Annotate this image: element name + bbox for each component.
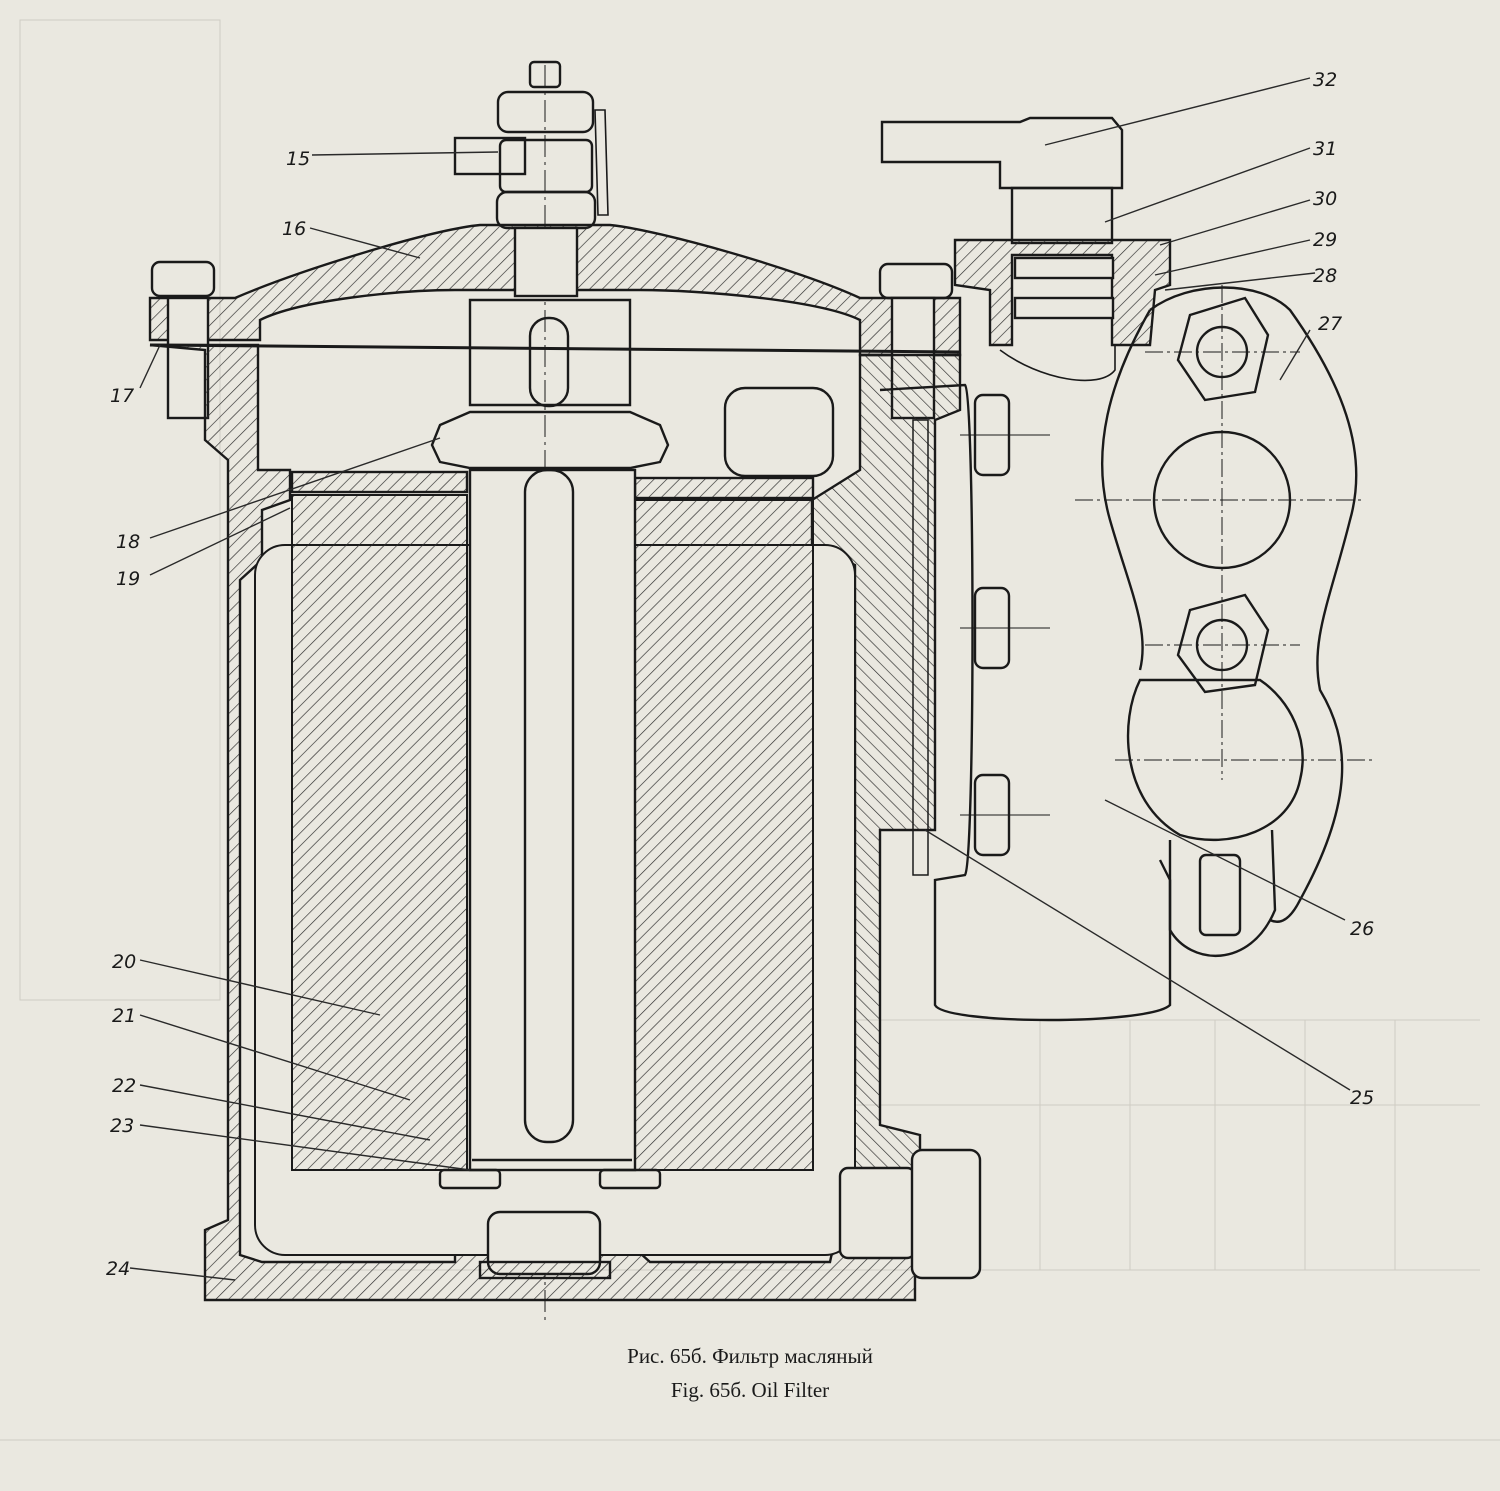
callout-32: 32 [1313,69,1337,91]
valve-stem [1010,186,1114,245]
center-hex-nut [430,410,670,470]
callout-20: 20 [112,951,136,973]
callout-17: 17 [110,385,134,407]
leader-lines [129,77,1351,1281]
filter-element-right [633,476,815,1171]
callout-30: 30 [1313,188,1337,210]
callout-27: 27 [1318,313,1342,335]
callouts: 15 16 17 18 19 20 21 22 23 24 25 26 27 2… [106,69,1374,1280]
callout-21: 21 [112,1005,136,1027]
figure-caption-english: Fig. 65б. Oil Filter [670,1378,830,1402]
cock-body [1149,286,1358,923]
callout-31: 31 [1313,138,1337,160]
callout-16: 16 [282,218,306,240]
plug-body [1126,678,1304,842]
filter-assembly [148,60,1375,1320]
flange-bolt-left [150,260,216,298]
callout-22: 22 [112,1075,136,1097]
callout-24: 24 [106,1258,130,1280]
gasket [149,343,961,354]
top-nut [453,60,609,230]
outlet-nut [838,1166,917,1260]
callout-23: 23 [110,1115,134,1137]
filter-element-left [290,470,469,1171]
callout-29: 29 [1313,229,1337,251]
callout-25: 25 [1350,1087,1374,1109]
callout-15: 15 [286,148,310,170]
callout-26: 26 [1350,918,1374,940]
flange-bolt-right [878,262,954,300]
cock-nut-top [1176,296,1270,402]
side-housing [879,383,1172,1022]
valve-handle [880,116,1124,190]
valve-body [953,238,1172,347]
callout-28: 28 [1313,265,1337,287]
callout-19: 19 [116,568,140,590]
central-tube [468,468,637,1172]
cock-nut-low [1176,593,1270,694]
callout-18: 18 [116,531,140,553]
figure-caption-russian: Рис. 65б. Фильтр масляный [627,1344,873,1368]
